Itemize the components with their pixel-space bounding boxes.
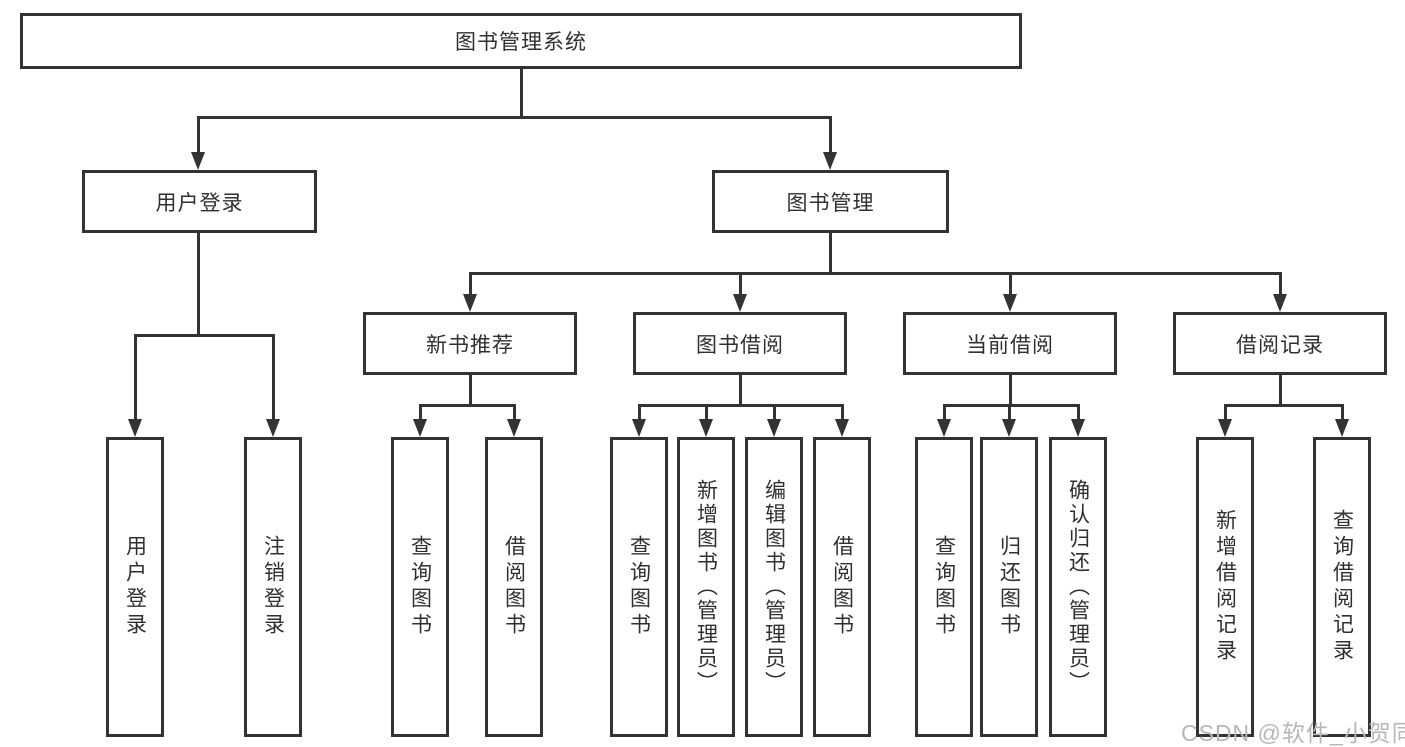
node-label: 用户登录 [155, 191, 244, 215]
connector-records-bar [1223, 404, 1344, 407]
leaf-label: 借阅图书 [502, 535, 526, 639]
connector-drop-leaf-user-login [133, 334, 137, 422]
arrowhead-leaf-11 [1335, 419, 1349, 437]
connector-records-stub [1278, 375, 1282, 407]
connector-drop-leaf-logout [271, 334, 275, 422]
connector-drop-leaf-9 [1076, 404, 1080, 422]
arrowhead-leaf-6 [835, 419, 849, 437]
connector-user-bar [133, 334, 275, 337]
leaf-return-books: 归还图书 [980, 437, 1038, 737]
node-label: 当前借阅 [966, 333, 1054, 357]
connector-recommend-bar [418, 404, 516, 407]
connector-book-mgmt-stub [828, 233, 832, 274]
leaf-label: 用户登录 [123, 535, 147, 639]
connector-drop-user-login [196, 115, 200, 156]
leaf-label: 编辑图书（管理员） [762, 479, 786, 695]
node-book-borrowing: 图书借阅 [633, 312, 847, 375]
leaf-label: 查询图书 [408, 535, 432, 639]
connector-drop-leaf-8 [1007, 404, 1011, 422]
connector-drop-borrowing [738, 271, 742, 298]
connector-drop-current [1008, 271, 1012, 298]
node-label: 借阅记录 [1236, 333, 1324, 357]
leaf-borrow-books: 借阅图书 [813, 437, 871, 737]
leaf-label: 新增图书（管理员） [694, 479, 718, 695]
leaf-label: 查询图书 [932, 535, 956, 639]
node-current-borrowing: 当前借阅 [903, 312, 1117, 375]
watermark: CSDN @软件_小贺同学 [1181, 720, 1405, 746]
leaf-label: 确认归还（管理员） [1066, 479, 1090, 695]
connector-drop-leaf-10 [1223, 404, 1227, 422]
arrowhead-leaf-logout [266, 419, 280, 437]
leaf-query-books-current: 查询图书 [915, 437, 973, 737]
leaf-query-books-recommend: 查询图书 [391, 437, 449, 737]
connector-recommend-stub [468, 375, 472, 407]
arrowhead-records [1273, 294, 1287, 312]
connector-drop-leaf-11 [1340, 404, 1344, 422]
arrowhead-recommend [463, 294, 477, 312]
leaf-add-books-admin: 新增图书（管理员） [677, 437, 735, 737]
node-label: 图书管理系统 [455, 31, 587, 54]
leaf-label: 查询借阅记录 [1330, 509, 1354, 665]
connector-root-trunk [519, 69, 523, 118]
connector-drop-leaf-7 [942, 404, 946, 422]
connector-current-stub [1008, 375, 1012, 407]
connector-drop-leaf-6 [840, 404, 844, 422]
connector-drop-leaf-5 [772, 404, 776, 422]
node-label: 图书借阅 [696, 333, 784, 357]
arrowhead-borrowing [733, 294, 747, 312]
connector-drop-recommend [468, 271, 472, 298]
leaf-user-login: 用户登录 [106, 437, 164, 737]
leaf-logout: 注销登录 [244, 437, 302, 737]
connector-drop-leaf-3 [637, 404, 641, 422]
connector-current-bar [942, 404, 1080, 407]
connector-borrowing-stub [738, 375, 742, 407]
arrowhead-leaf-5 [767, 419, 781, 437]
leaf-add-borrow-record: 新增借阅记录 [1196, 437, 1254, 737]
connector-level1-bar [196, 115, 832, 119]
connector-drop-leaf-2 [512, 404, 516, 422]
arrowhead-leaf-1 [413, 419, 427, 437]
node-library-management-system: 图书管理系统 [20, 13, 1022, 69]
connector-drop-book-management [828, 115, 832, 156]
arrowhead-current [1003, 294, 1017, 312]
leaf-label: 借阅图书 [830, 535, 854, 639]
arrowhead-leaf-7 [937, 419, 951, 437]
arrowhead-leaf-user-login [128, 419, 142, 437]
node-new-book-recommend: 新书推荐 [363, 312, 577, 375]
arrowhead-leaf-3 [632, 419, 646, 437]
connector-drop-leaf-1 [418, 404, 422, 422]
connector-level2-bar [468, 271, 1282, 275]
leaf-label: 查询图书 [627, 535, 651, 639]
node-borrowing-records: 借阅记录 [1173, 312, 1387, 375]
leaf-query-books-borrow: 查询图书 [610, 437, 668, 737]
arrowhead-leaf-8 [1002, 419, 1016, 437]
leaf-confirm-return-admin: 确认归还（管理员） [1049, 437, 1107, 737]
leaf-label: 归还图书 [997, 535, 1021, 639]
leaf-label: 注销登录 [261, 535, 285, 639]
node-user-login: 用户登录 [82, 170, 317, 233]
arrowhead-leaf-2 [507, 419, 521, 437]
leaf-query-borrow-record: 查询借阅记录 [1313, 437, 1371, 737]
leaf-borrow-books-recommend: 借阅图书 [485, 437, 543, 737]
connector-drop-records [1278, 271, 1282, 298]
leaf-label: 新增借阅记录 [1213, 509, 1237, 665]
arrowhead-leaf-4 [699, 419, 713, 437]
arrowhead-user-login [191, 152, 205, 170]
leaf-edit-books-admin: 编辑图书（管理员） [745, 437, 803, 737]
node-label: 图书管理 [786, 191, 875, 215]
arrowhead-book-management [823, 152, 837, 170]
arrowhead-leaf-10 [1218, 419, 1232, 437]
connector-user-stub [196, 233, 200, 337]
node-book-management: 图书管理 [712, 170, 949, 233]
node-label: 新书推荐 [426, 333, 514, 357]
connector-borrowing-bar [637, 404, 844, 407]
connector-drop-leaf-4 [704, 404, 708, 422]
arrowhead-leaf-9 [1071, 419, 1085, 437]
